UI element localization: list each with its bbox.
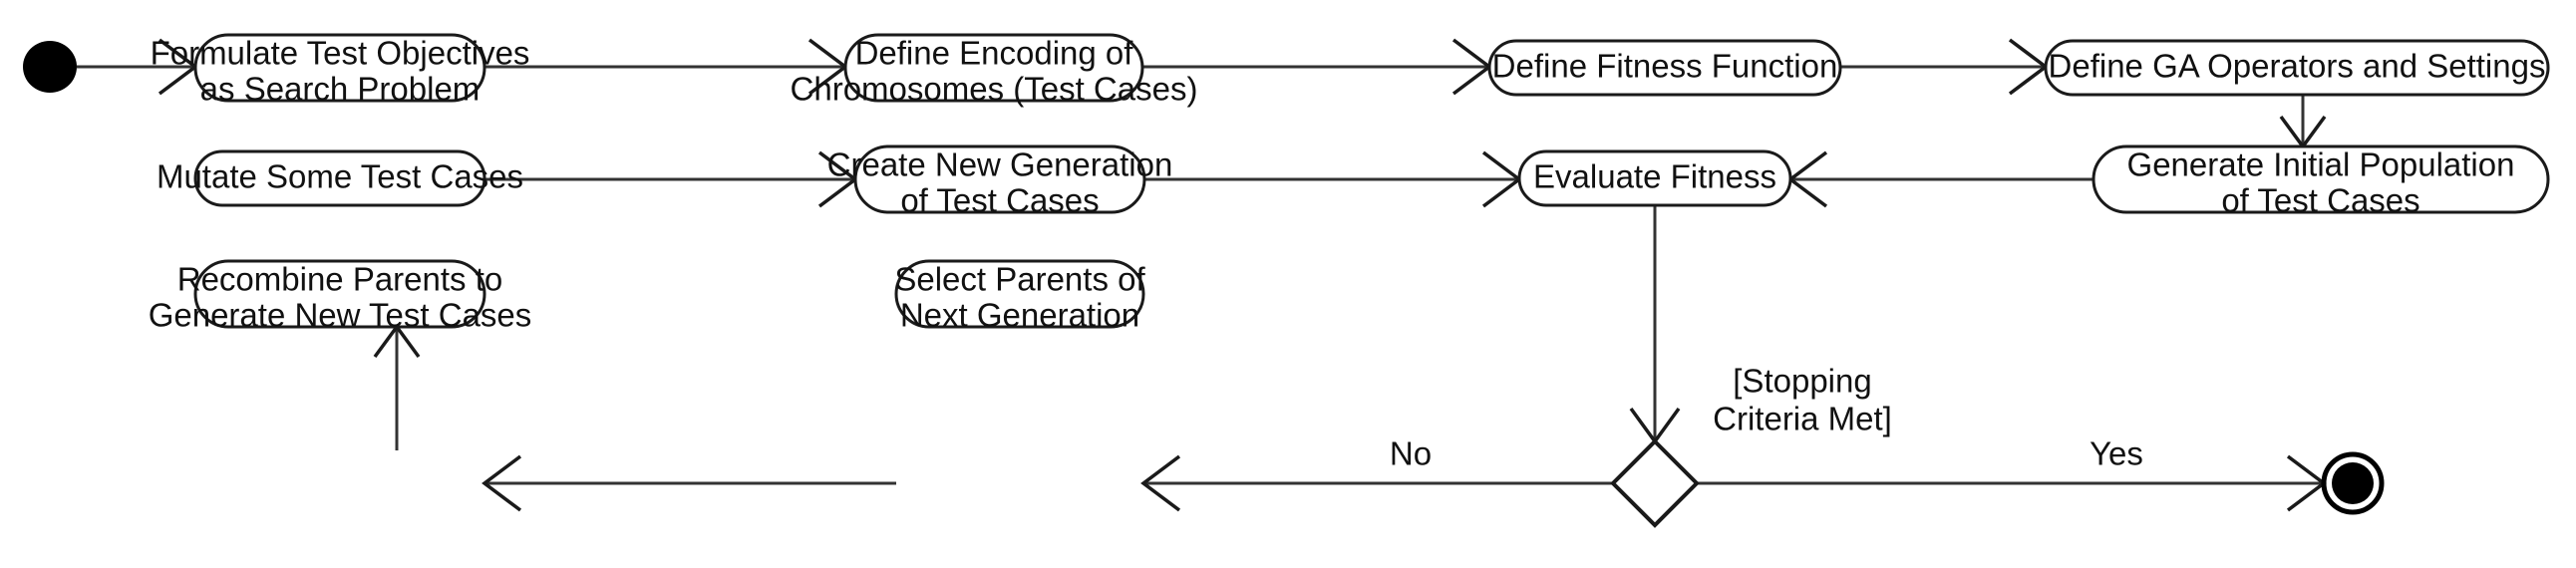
- action-define-encoding[interactable]: Define Encoding of Chromosomes (Test Cas…: [791, 33, 1198, 108]
- action-shape: [2044, 39, 2550, 97]
- guard-label-line-2: Criteria Met]: [1713, 401, 1892, 437]
- action-label-line-1: Select Parents of: [894, 261, 1145, 298]
- action-shape: [853, 144, 1146, 214]
- guard-label-line-1: [Stopping: [1733, 363, 1871, 400]
- flow-select-parents-to-recombine: [482, 454, 896, 512]
- initial-node-dot: [23, 41, 77, 93]
- guard-label-stopping-criteria: [Stopping Criteria Met]: [1713, 363, 1892, 437]
- flow-decision-to-select-parents-no: [1140, 454, 1613, 512]
- action-label-line-2: Generate New Test Cases: [149, 297, 532, 334]
- decision-node[interactable]: [1610, 438, 1700, 528]
- action-label-line-2: as Search Problem: [200, 71, 481, 108]
- action-label-line-1: Formulate Test Objectives: [151, 35, 530, 72]
- edge-label-yes: Yes: [2090, 435, 2143, 472]
- action-shape: [193, 149, 486, 207]
- action-label-line-2: Next Generation: [900, 297, 1139, 334]
- edge-label-no: No: [1390, 435, 1432, 472]
- action-label-line-2: of Test Cases: [900, 182, 1099, 219]
- action-formulate-test-objectives[interactable]: Formulate Test Objectives as Search Prob…: [151, 33, 530, 108]
- action-label-line-1: Create New Generation: [827, 146, 1173, 183]
- action-generate-initial-population[interactable]: Generate Initial Population of Test Case…: [2092, 144, 2550, 219]
- decision-diamond-shape: [1610, 438, 1700, 528]
- action-label-line-1: Mutate Some Test Cases: [157, 158, 523, 195]
- action-label-line-1: Define Encoding of: [855, 35, 1134, 72]
- action-label-line-2: of Test Cases: [2221, 182, 2419, 219]
- final-node[interactable]: [2321, 451, 2385, 515]
- initial-node[interactable]: [23, 41, 77, 93]
- action-label-line-2: Chromosomes (Test Cases): [791, 71, 1198, 108]
- action-shape: [193, 259, 486, 329]
- action-evaluate-fitness[interactable]: Evaluate Fitness: [1517, 149, 1792, 207]
- action-label-line-1: Define Fitness Function: [1492, 48, 1838, 85]
- action-create-new-generation[interactable]: Create New Generation of Test Cases: [827, 144, 1173, 219]
- action-define-fitness-function[interactable]: Define Fitness Function: [1487, 39, 1842, 97]
- action-mutate-test-cases[interactable]: Mutate Some Test Cases: [157, 149, 523, 207]
- action-define-ga-operators[interactable]: Define GA Operators and Settings: [2044, 39, 2550, 97]
- action-label-line-1: Define GA Operators and Settings: [2049, 48, 2546, 85]
- action-shape: [2092, 144, 2550, 214]
- action-shape: [1487, 39, 1842, 97]
- action-recombine-parents[interactable]: Recombine Parents to Generate New Test C…: [149, 259, 532, 334]
- action-shape: [843, 33, 1144, 103]
- action-label-line-1: Recombine Parents to: [177, 261, 503, 298]
- action-select-parents[interactable]: Select Parents of Next Generation: [894, 259, 1145, 334]
- action-shape: [193, 33, 486, 103]
- final-node-ring: [2321, 451, 2385, 515]
- final-node-dot: [2332, 462, 2374, 504]
- action-label-line-1: Generate Initial Population: [2127, 146, 2515, 183]
- action-shape: [1517, 149, 1792, 207]
- action-shape: [894, 259, 1145, 329]
- action-label-line-1: Evaluate Fitness: [1533, 158, 1776, 195]
